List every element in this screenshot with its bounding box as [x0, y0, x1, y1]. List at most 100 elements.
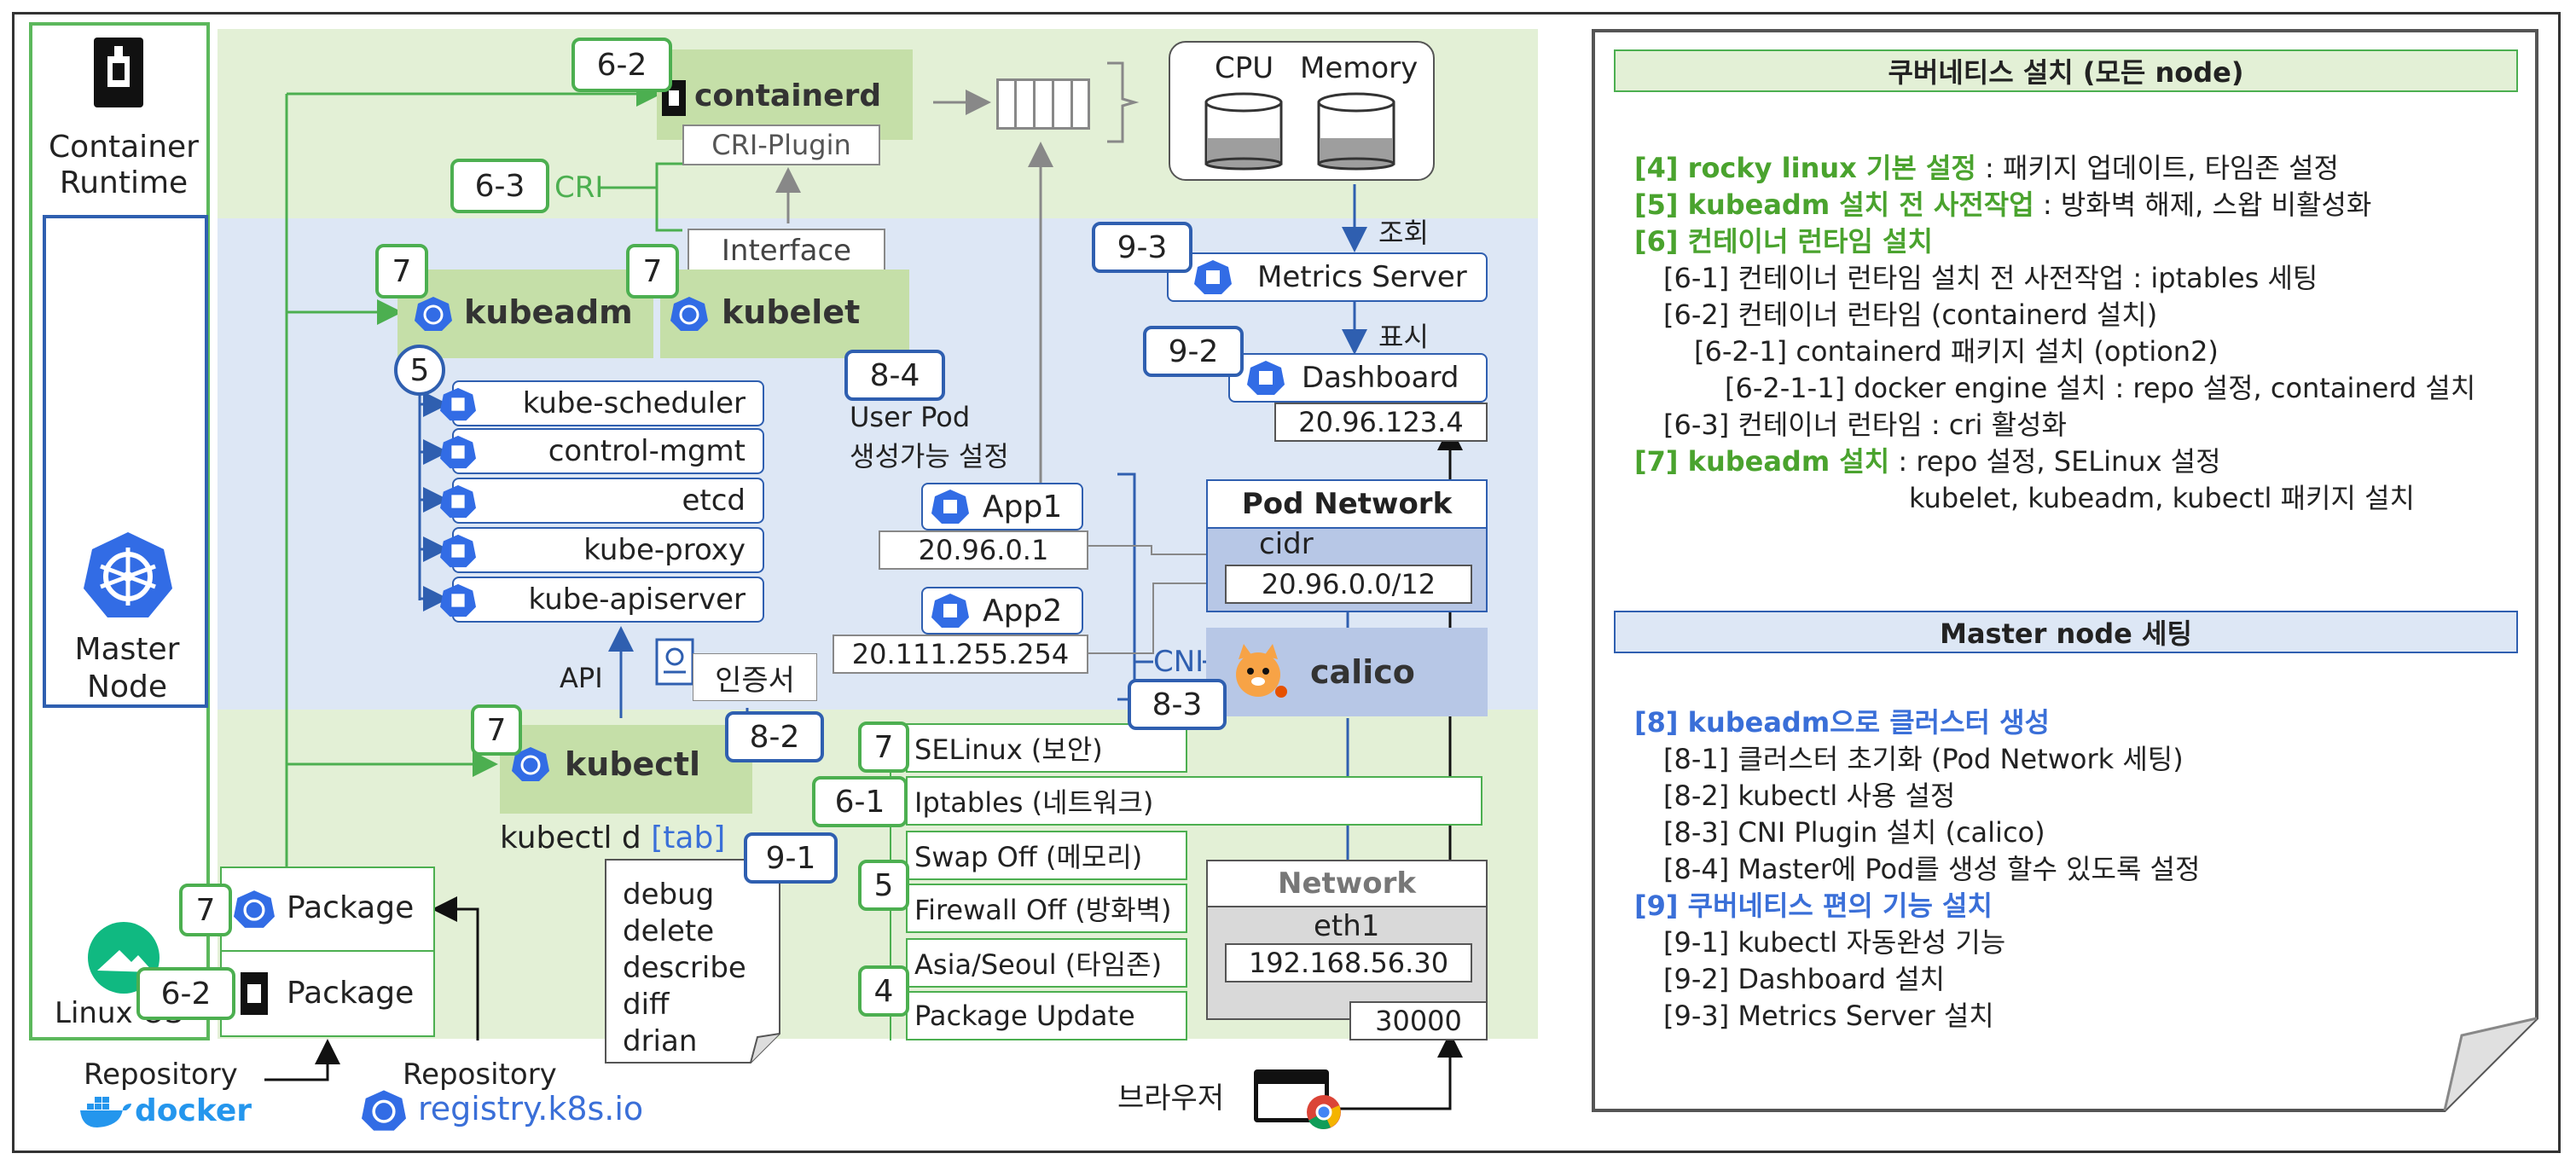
tag-6-2-package: 6-2	[136, 967, 235, 1020]
install-step: [6-2] 컨테이너 런타임 (containerd 설치)	[1663, 293, 2157, 333]
install-step-text: [6-2-1-1] docker engine 설치 : repo 설정, co…	[1725, 372, 2476, 404]
chrome-icon	[1305, 1093, 1343, 1131]
os-setting-label: Package Update	[914, 1000, 1135, 1032]
component-icon	[440, 583, 476, 617]
tag-7-kubectl: 7	[471, 704, 522, 756]
component-label: control-mgmt	[548, 434, 746, 468]
install-step: [8-1] 클러스터 초기화 (Pod Network 세팅)	[1663, 738, 2184, 777]
interface-box: Interface	[688, 229, 885, 273]
pod-network-header: Pod Network	[1206, 479, 1488, 529]
eth1-ip: 192.168.56.30	[1248, 947, 1449, 979]
kubectl-command-item: delete	[623, 914, 715, 948]
kubectl-command-item: debug	[623, 878, 715, 912]
cert-box: 인증서	[693, 653, 817, 701]
install-step-text: : 방화벽 해제, 스왑 비활성화	[2034, 188, 2372, 221]
component-icon	[440, 435, 476, 469]
dashboard-label: Dashboard	[1302, 361, 1459, 395]
install-step-text: [8-4] Master에 Pod를 생성 할수 있도록 설정	[1663, 853, 2201, 885]
app2-ip-box: 20.111.255.254	[833, 635, 1088, 674]
component-control-mgmt: control-mgmt	[440, 428, 764, 474]
tag-8-2: 8-2	[725, 711, 824, 762]
app1-label: App1	[983, 489, 1063, 525]
registry-label: registry.k8s.io	[418, 1090, 644, 1127]
network-header: Network	[1206, 860, 1488, 907]
component-kube-apiserver: kube-apiserver	[440, 577, 764, 623]
metrics-server-box: Metrics Server	[1167, 252, 1488, 302]
display-label: 표시	[1378, 321, 1429, 353]
lookup-label: 조회	[1378, 217, 1429, 249]
cpu-disk-icon	[1204, 92, 1283, 171]
install-step-head: [7] kubeadm 설치	[1634, 445, 1890, 478]
docker-logo-icon	[78, 1095, 133, 1129]
install-step-text: [9-2] Dashboard 설치	[1663, 963, 1946, 995]
install-step: [8-3] CNI Plugin 설치 (calico)	[1663, 811, 2045, 850]
install-step-head: [8] kubeadm으로 클러스터 생성	[1634, 706, 2050, 739]
install-step: [9-3] Metrics Server 설치	[1663, 994, 1994, 1034]
package-containerd-label: Package	[287, 976, 415, 1011]
app1-ip: 20.96.0.1	[918, 534, 1049, 566]
os-setting-item: SELinux (보안)	[906, 723, 1187, 773]
install-step-text: [8-3] CNI Plugin 설치 (calico)	[1663, 816, 2045, 849]
install-step-text: [6-2-1] containerd 패키지 설치 (option2)	[1694, 335, 2219, 368]
dashboard-ip-box: 20.96.123.4	[1274, 403, 1488, 442]
install-step: [5] kubeadm 설치 전 사전작업 : 방화벽 해제, 스왑 비활성화	[1634, 183, 2371, 223]
install-step-text: [6-3] 컨테이너 런타임 : cri 활성화	[1663, 409, 2067, 441]
package-divider	[220, 950, 435, 952]
tag-9-1: 9-1	[744, 832, 838, 884]
os-setting-item: Package Update	[906, 991, 1187, 1040]
component-kube-proxy: kube-proxy	[440, 527, 764, 573]
section1-title-box: 쿠버네티스 설치 (모든 node)	[1614, 49, 2518, 92]
kubectl-icon	[512, 745, 549, 783]
package-containerd-icon	[241, 972, 268, 1015]
dashboard-icon	[1247, 361, 1285, 395]
eth1-label: eth1	[1314, 909, 1380, 943]
network-label: Network	[1278, 867, 1416, 901]
os-setting-label: Swap Off (메모리)	[914, 841, 1143, 873]
memory-label: Memory	[1300, 51, 1419, 85]
tab-key: [tab]	[651, 820, 726, 855]
cidr-value: 20.96.0.0/12	[1261, 568, 1436, 600]
install-step-text: [9-1] kubectl 자동완성 기능	[1663, 926, 2006, 959]
tag-5-settings: 5	[858, 860, 909, 911]
install-step: [6-2-1-1] docker engine 설치 : repo 설정, co…	[1725, 367, 2475, 406]
tag-7-kubelet: 7	[626, 244, 679, 298]
tag-6-3-cri: 6-3	[450, 159, 549, 213]
install-step-text: [8-1] 클러스터 초기화 (Pod Network 세팅)	[1663, 743, 2184, 775]
section1-title: 쿠버네티스 설치 (모든 node)	[1888, 56, 2244, 89]
metrics-server-label: Metrics Server	[1257, 260, 1467, 294]
kubectl-cmd-text: kubectl d	[500, 820, 652, 855]
calico-box: calico	[1206, 628, 1488, 716]
package-k8s-icon	[234, 889, 275, 930]
left-column-border	[29, 22, 210, 1040]
app2-ip: 20.111.255.254	[851, 638, 1070, 670]
calico-label: calico	[1310, 653, 1415, 691]
kubeadm-icon	[415, 295, 452, 333]
tag-8-4: 8-4	[844, 350, 945, 401]
component-icon	[440, 484, 476, 519]
tag-9-2: 9-2	[1143, 326, 1244, 377]
metrics-server-icon	[1194, 260, 1232, 294]
install-step: [9-1] kubectl 자동완성 기능	[1663, 921, 2005, 960]
component-label: etcd	[682, 484, 746, 518]
install-step: [6] 컨테이너 런타임 설치	[1634, 220, 1933, 259]
cri-label: CRI	[554, 171, 604, 205]
api-label: API	[560, 662, 603, 694]
os-setting-item: Iptables (네트워크)	[906, 776, 1482, 826]
section2-title-box: Master node 세팅	[1614, 611, 2518, 653]
kubelet-label: kubelet	[722, 293, 861, 331]
cri-plugin-box: CRI-Plugin	[682, 125, 880, 165]
tag-7-kubeadm: 7	[375, 244, 428, 298]
kubectl-command-item: describe	[623, 951, 746, 985]
user-pod-setting-label: 생성가능 설정	[850, 440, 1009, 472]
app1-icon	[931, 490, 969, 524]
kubeadm-label: kubeadm	[464, 293, 633, 331]
app2-icon	[931, 594, 969, 628]
port-value: 30000	[1375, 1005, 1462, 1037]
install-step-text: [6-1] 컨테이너 런타임 설치 전 사전작업 : iptables 세팅	[1663, 262, 2318, 294]
pod-network-label: Pod Network	[1241, 487, 1453, 521]
interface-label: Interface	[721, 234, 852, 268]
user-pod-label: User Pod	[850, 401, 971, 433]
os-setting-label: SELinux (보안)	[914, 733, 1103, 766]
os-setting-label: Firewall Off (방화벽)	[914, 894, 1172, 926]
